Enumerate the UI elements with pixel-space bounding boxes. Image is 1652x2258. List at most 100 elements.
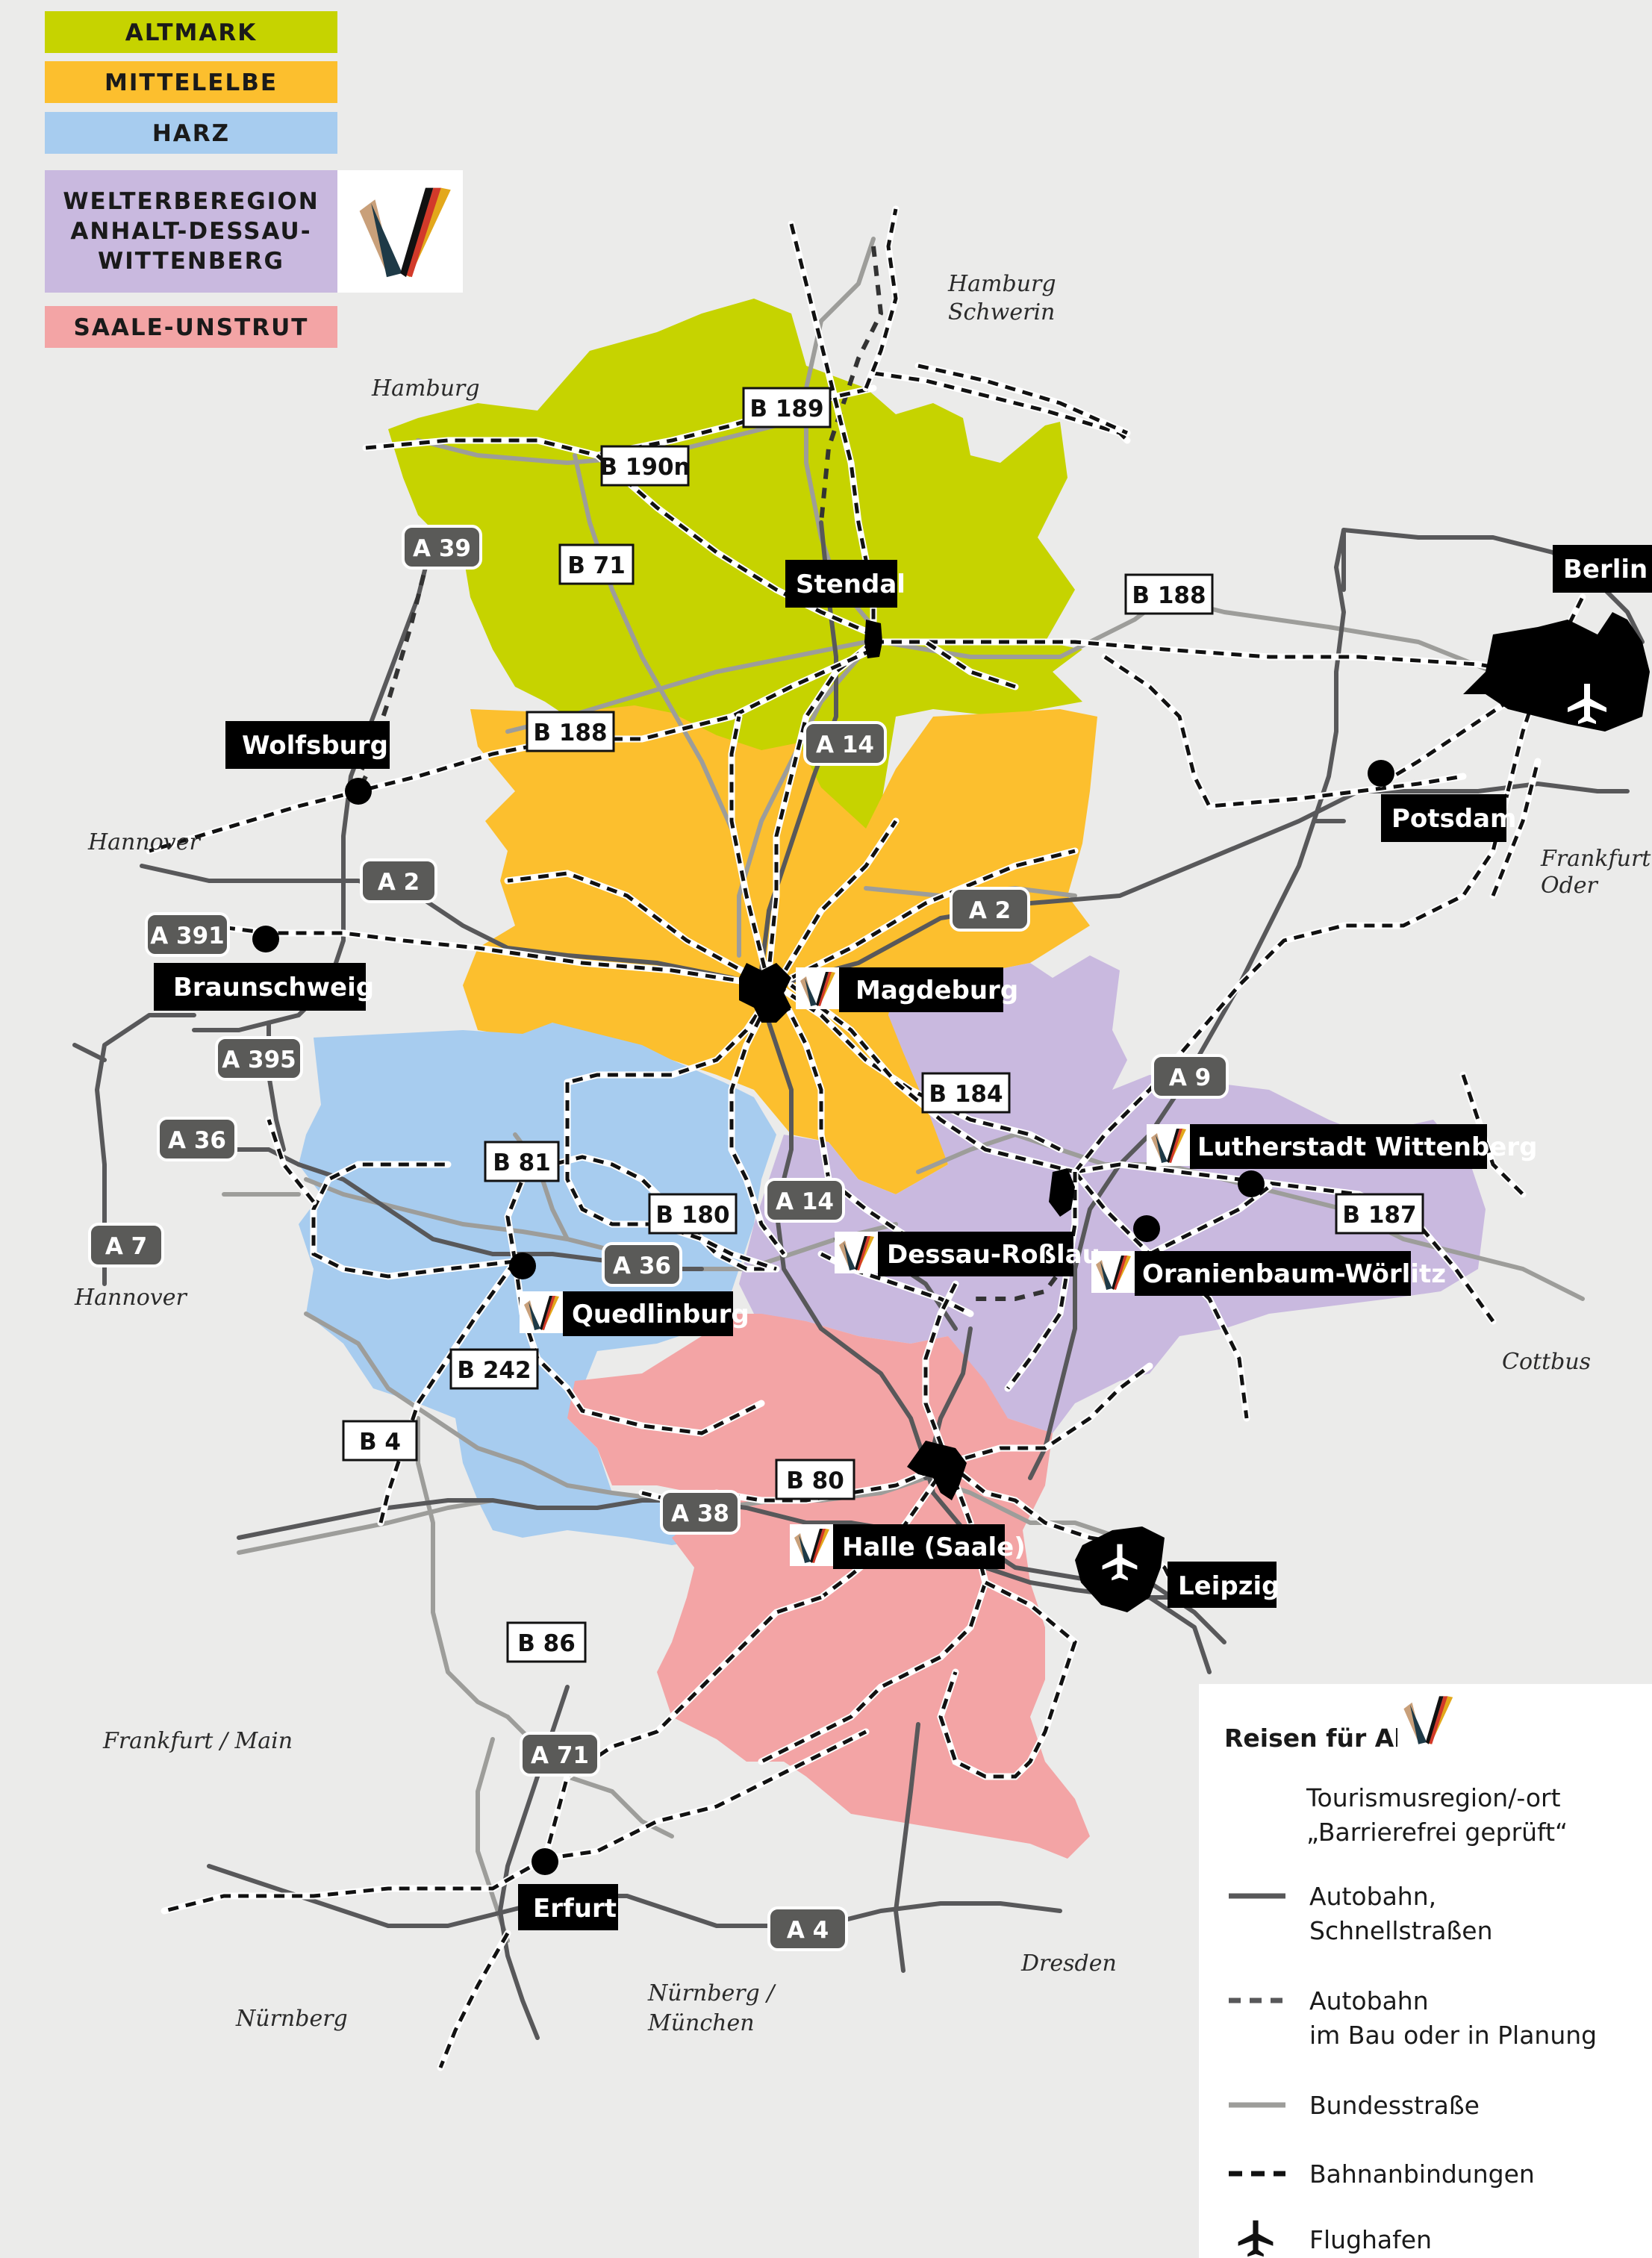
rail-line-5 <box>873 640 1016 689</box>
braunschweig-dot <box>252 926 279 952</box>
svg-text:Halle (Saale): Halle (Saale) <box>842 1532 1026 1562</box>
rail-line-7 <box>149 647 875 853</box>
wittenberg-dot <box>1238 1170 1265 1197</box>
badge-a36-west: A 36 <box>157 1117 237 1161</box>
legend-item-4-line-1: Bundesstraße <box>1309 2091 1480 2120</box>
dir-dresden: Dresden <box>1020 1950 1117 1977</box>
place-halle: Halle (Saale) <box>790 1524 1026 1569</box>
region-welterbe-swatch <box>45 170 337 293</box>
rail-line-10 <box>729 716 771 986</box>
rail-line-1 <box>789 223 876 642</box>
rail-line-17 <box>790 984 1076 1174</box>
badge-a391: A 391 <box>145 912 230 957</box>
oranienbaum-dot <box>1133 1215 1160 1242</box>
rail-line-52 <box>1461 1074 1524 1196</box>
svg-text:B 188: B 188 <box>1132 582 1206 609</box>
svg-text:B 190n: B 190n <box>599 454 690 481</box>
region-saale-label: SAALE-UNSTRUT <box>74 314 309 341</box>
rail-underlay-49 <box>1101 653 1467 810</box>
dir-nuernberg-muenchen-2: München <box>647 2010 755 2036</box>
svg-text:Magdeburg: Magdeburg <box>855 976 1018 1005</box>
svg-text:B 242: B 242 <box>457 1357 531 1384</box>
svg-text:Leipzig: Leipzig <box>1178 1571 1280 1601</box>
svg-text:B 187: B 187 <box>1342 1202 1416 1229</box>
badge-a7: A 7 <box>88 1223 164 1267</box>
rail-line-16 <box>774 984 831 1180</box>
rail-underlay-29 <box>377 1258 519 1526</box>
magdeburg-barrierefrei-icon <box>796 967 839 1009</box>
svg-text:B 180: B 180 <box>655 1202 729 1229</box>
wittenberg-barrierefrei-icon <box>1147 1124 1190 1166</box>
region-welterbe-label-1: WELTERBEREGION <box>63 188 319 215</box>
svg-text:A 39: A 39 <box>413 535 471 562</box>
legend-item-6-line-1: Flughafen <box>1309 2225 1432 2254</box>
dir-hamburg-schwerin-2: Schwerin <box>948 299 1055 325</box>
place-braunschweig: Braunschweig <box>154 963 374 1011</box>
rail-line-22 <box>1148 1185 1271 1256</box>
region-welterbe-label-2: ANHALT-DESSAU- <box>70 218 311 245</box>
region-harz-label: HARZ <box>152 120 230 147</box>
svg-text:Dessau-Roßlau: Dessau-Roßlau <box>887 1240 1100 1270</box>
svg-text:Erfurt: Erfurt <box>533 1894 617 1924</box>
rail-line-14 <box>567 984 779 1085</box>
rail-line-44 <box>864 208 898 389</box>
rail-line-49 <box>1103 655 1464 808</box>
halle-shape <box>907 1441 967 1500</box>
dir-nuernberg: Nürnberg <box>235 2006 348 2032</box>
place-potsdam: Potsdam <box>1381 794 1516 842</box>
svg-text:A 38: A 38 <box>671 1500 729 1527</box>
svg-text:Quedlinburg: Quedlinburg <box>572 1300 749 1329</box>
svg-text:A 9: A 9 <box>1169 1064 1211 1091</box>
region-mittelelbe-shape <box>463 705 1097 1194</box>
map-legend: Reisen für Alle Tourismusregion/-ort „Ba… <box>1199 1684 1652 2258</box>
svg-text:B 188: B 188 <box>533 720 607 746</box>
svg-text:Wolfsburg: Wolfsburg <box>242 731 388 761</box>
svg-text:Potsdam: Potsdam <box>1391 804 1516 834</box>
badge-a14-south: A 14 <box>764 1178 845 1223</box>
dessau-shape <box>1049 1168 1075 1217</box>
svg-text:Braunschweig: Braunschweig <box>173 973 374 1002</box>
region-harz-shape <box>299 1023 776 1545</box>
rail-line-12 <box>775 849 1076 988</box>
region-saale-shape <box>567 1314 1090 1859</box>
rail-line-19 <box>1073 790 1510 1173</box>
wolfsburg-dot <box>345 778 372 805</box>
badge-b189: B 189 <box>742 387 832 428</box>
badge-b71: B 71 <box>558 543 635 585</box>
badge-a14-north: A 14 <box>803 721 887 766</box>
svg-text:Lutherstadt Wittenberg: Lutherstadt Wittenberg <box>1197 1132 1537 1162</box>
badge-a39: A 39 <box>402 525 482 570</box>
dir-hannover-top: Hannover <box>87 829 201 855</box>
place-labels: Berlin Stendal Wolfsburg Potsdam Braunsc… <box>154 545 1652 1930</box>
bundes-badges: B 189 B 190n B 71 B 188 B 188 B 184 B 81… <box>342 387 1424 1663</box>
svg-text:Stendal: Stendal <box>796 570 906 599</box>
erfurt-dot <box>532 1848 558 1875</box>
rail-line-35 <box>820 1462 950 1599</box>
rail-line-11 <box>774 820 898 987</box>
dir-frankfurt-oder-1: Frankfurt / <box>1540 846 1652 872</box>
rail-underlay-44 <box>862 205 900 392</box>
rail-line-46 <box>266 1119 315 1203</box>
dir-hannover-bottom: Hannover <box>74 1285 187 1311</box>
legend-logo-icon <box>1397 1690 1459 1749</box>
rail-line-9 <box>208 923 770 988</box>
place-leipzig: Leipzig <box>1168 1562 1280 1608</box>
badge-a4: A 4 <box>767 1906 848 1951</box>
svg-text:A 14: A 14 <box>816 732 874 758</box>
badge-b180: B 180 <box>648 1193 738 1235</box>
place-stendal: Stendal <box>785 560 906 608</box>
dir-cottbus: Cottbus <box>1502 1349 1591 1375</box>
dessau-barrierefrei-icon <box>835 1232 878 1273</box>
badge-b242: B 242 <box>449 1348 539 1390</box>
halle-barrierefrei-icon <box>790 1524 833 1566</box>
svg-text:A 71: A 71 <box>531 1742 589 1769</box>
svg-text:A 36: A 36 <box>613 1253 671 1279</box>
badge-b190n: B 190n <box>599 445 691 487</box>
legend-airport-icon <box>1238 2220 1274 2257</box>
rail-line-31 <box>565 1082 657 1226</box>
place-wolfsburg: Wolfsburg <box>225 721 390 769</box>
direction-labels: Hamburg Schwerin Hamburg Hannover Frankf… <box>74 271 1652 2036</box>
legend-item-1-line-1: Tourismusregion/-ort <box>1306 1783 1561 1812</box>
dir-frankfurt-main: Frankfurt / Main <box>102 1728 293 1754</box>
svg-text:A 7: A 7 <box>105 1233 147 1260</box>
